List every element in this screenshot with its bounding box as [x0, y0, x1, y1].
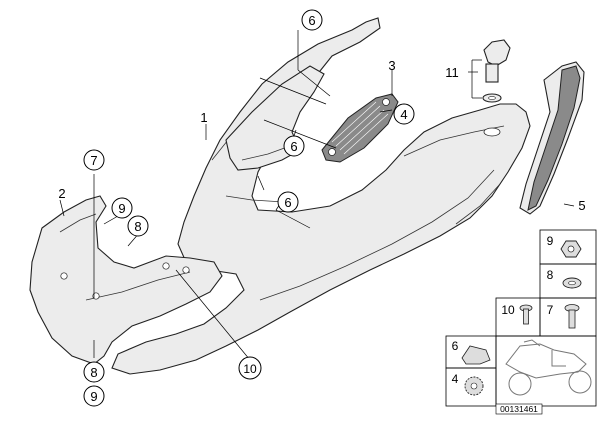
- svg-text:4: 4: [400, 107, 407, 122]
- right-side-trim-part: [519, 61, 585, 215]
- legend-label-10: 10: [501, 303, 515, 317]
- callout-4: 4: [393, 103, 415, 125]
- svg-text:7: 7: [90, 153, 97, 168]
- callout-9-bottom: 9: [83, 385, 105, 407]
- callout-8-left: 8: [127, 215, 149, 237]
- panel-hole: [182, 266, 190, 274]
- fastener-assembly-part: [482, 39, 511, 103]
- drawing-number: 00131461: [500, 404, 538, 414]
- part-label-1: 1: [200, 110, 207, 125]
- drawing-number-box: 00131461: [495, 403, 543, 415]
- left-side-panel-part: [29, 195, 223, 365]
- part-label-5: 5: [578, 198, 585, 213]
- fairing-main-part: [111, 17, 531, 375]
- hardware-legend: 9 8 10 7 6 4: [445, 229, 597, 407]
- svg-text:6: 6: [290, 139, 297, 154]
- part-label-2: 2: [58, 186, 65, 201]
- part-label-11: 11: [445, 65, 459, 80]
- grille-screw-hole: [328, 148, 336, 156]
- callout-10: 10: [238, 356, 262, 380]
- svg-text:9: 9: [90, 389, 97, 404]
- screw-icon: [519, 304, 533, 325]
- svg-text:6: 6: [308, 13, 315, 28]
- legend-label-8: 8: [547, 268, 554, 282]
- legend-label-6: 6: [452, 339, 459, 353]
- part-label-3: 3: [388, 58, 395, 73]
- callout-6-middle: 6: [283, 135, 305, 157]
- panel-hole: [162, 262, 170, 270]
- fairing-mount-hole: [483, 127, 501, 137]
- motorcycle-icon: [505, 339, 592, 396]
- panel-hole: [92, 292, 100, 300]
- callout-6-top: 6: [301, 9, 323, 31]
- svg-text:8: 8: [134, 219, 141, 234]
- legend-label-7: 7: [547, 303, 554, 317]
- svg-text:8: 8: [90, 365, 97, 380]
- bolt-icon: [564, 304, 580, 329]
- svg-text:10: 10: [243, 362, 257, 376]
- inner-frame-section: [225, 65, 325, 171]
- callout-6-lower: 6: [277, 191, 299, 213]
- legend-label-9: 9: [547, 234, 554, 248]
- callout-8-bottom: 8: [83, 361, 105, 383]
- legend-label-4: 4: [452, 372, 459, 386]
- clip-nut-icon: [461, 345, 491, 365]
- grille-screw-hole: [382, 98, 390, 106]
- vent-grille-part: [321, 93, 399, 163]
- callout-7: 7: [83, 149, 105, 171]
- panel-hole: [60, 272, 68, 280]
- svg-text:9: 9: [118, 201, 125, 216]
- callout-9-left: 9: [111, 197, 133, 219]
- svg-text:6: 6: [284, 195, 291, 210]
